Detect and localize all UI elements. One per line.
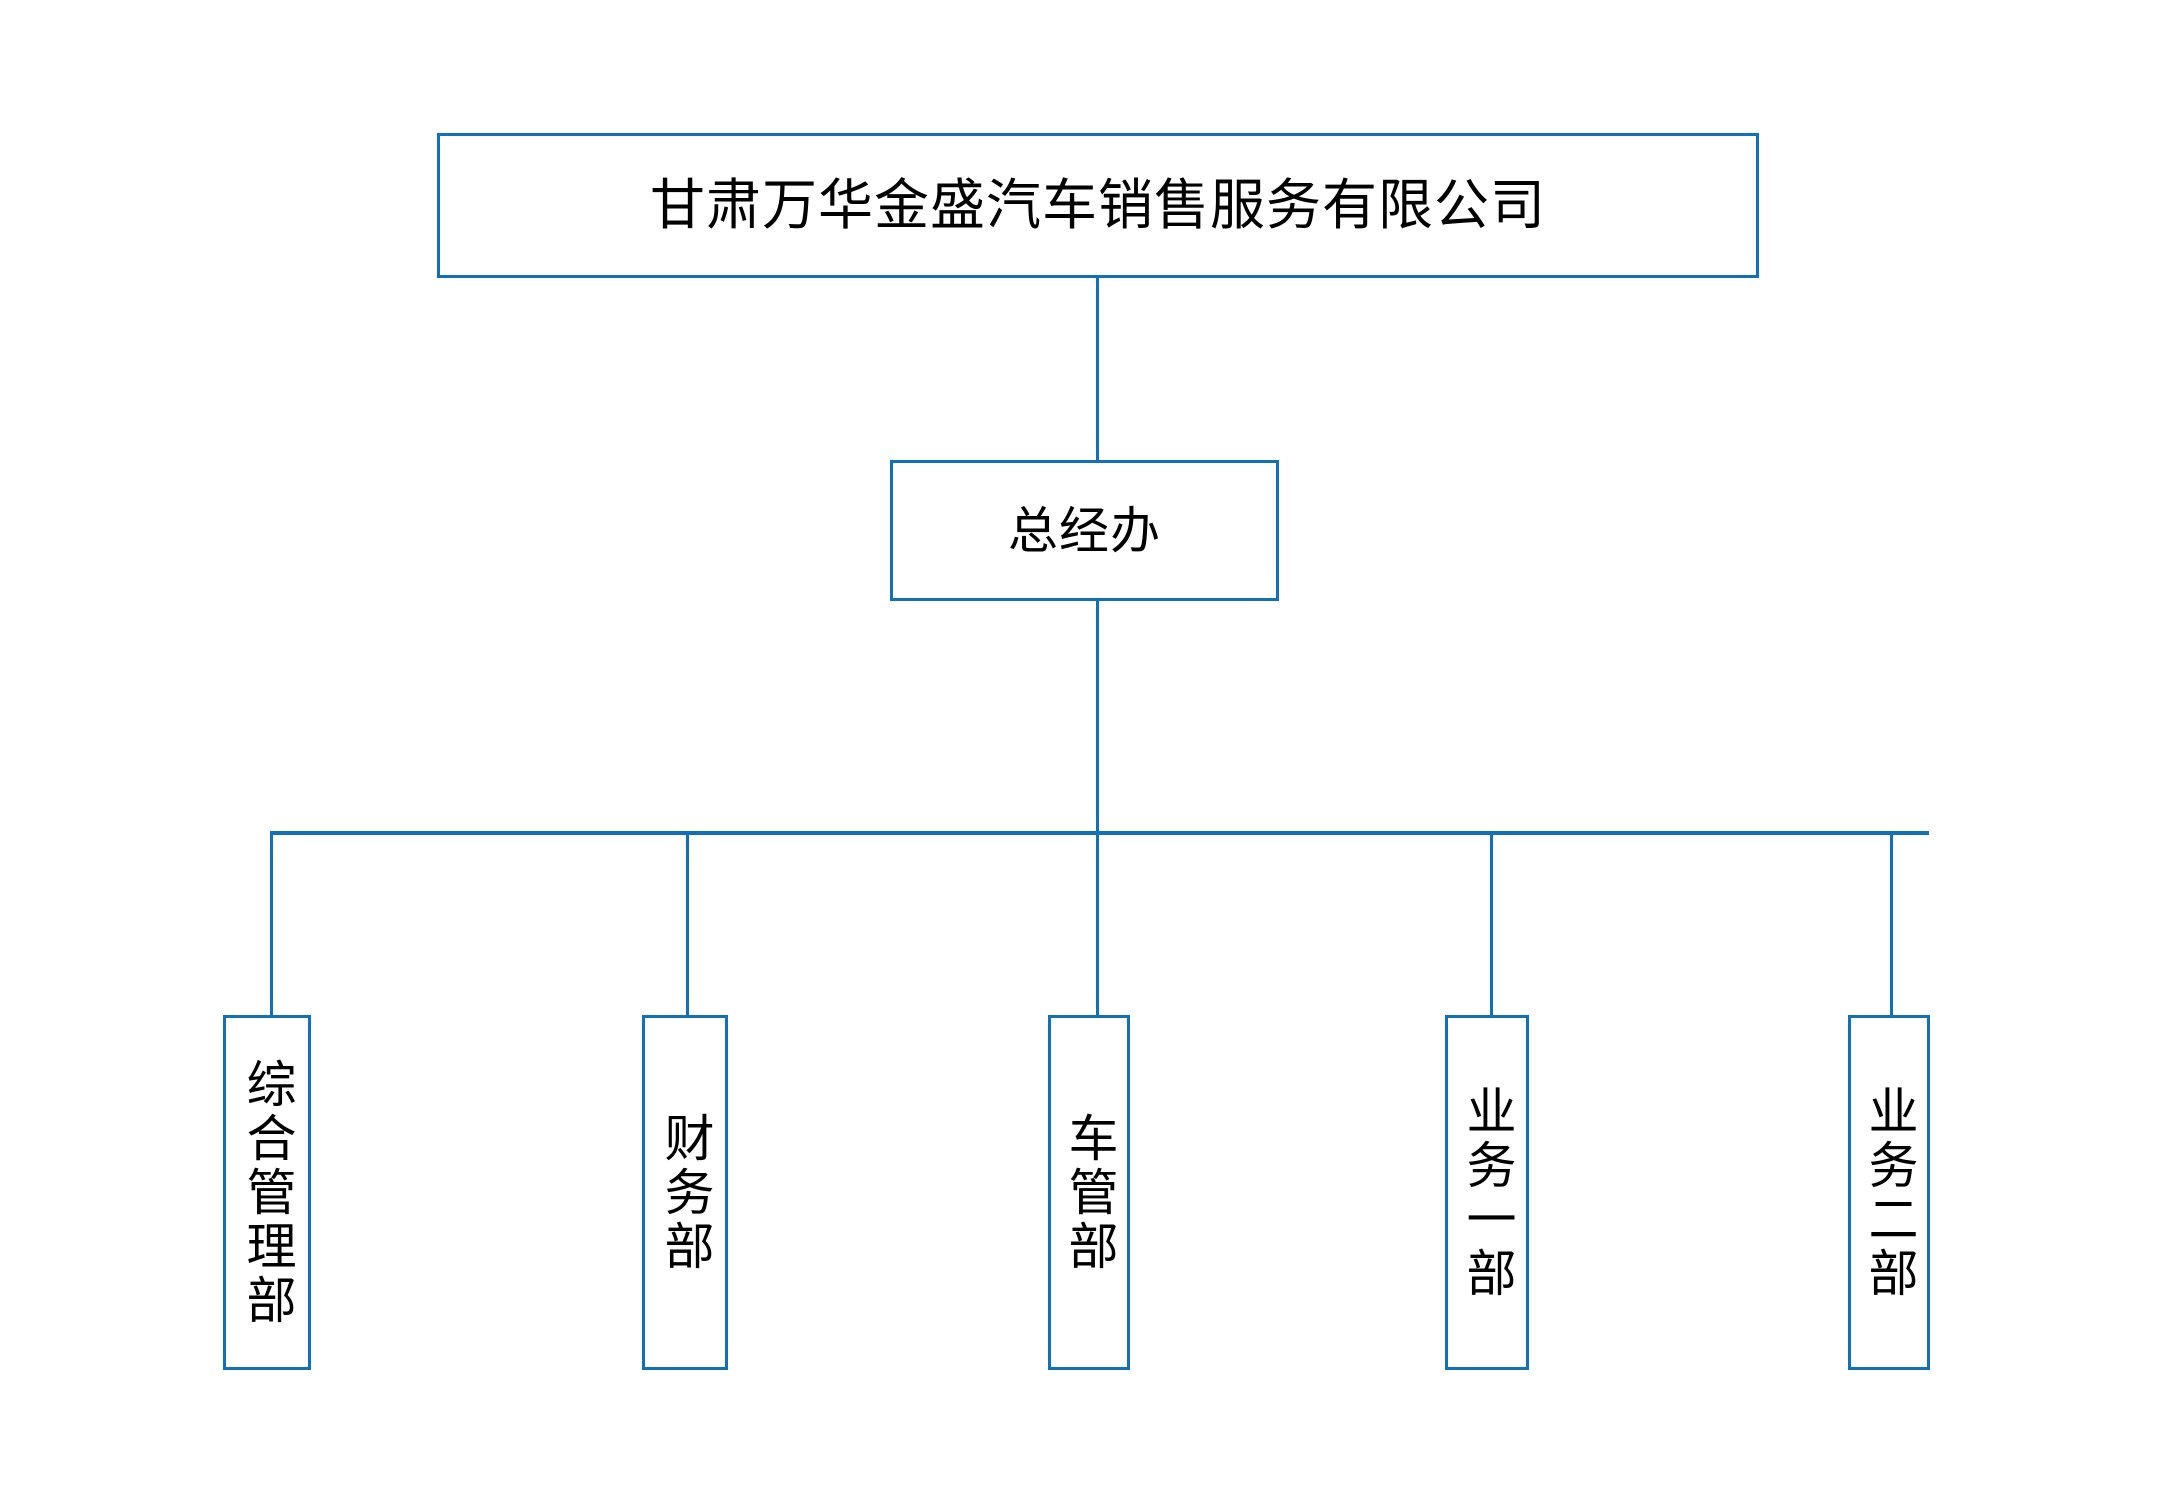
- connector-bus-to-department-1: [270, 833, 273, 1015]
- org-node-department-2[interactable]: 财务部: [642, 1015, 728, 1370]
- connector-bus-to-department-5: [1890, 833, 1893, 1015]
- org-node-department-1[interactable]: 综合管理部: [223, 1015, 311, 1370]
- connector-management-to-bus: [1096, 601, 1099, 835]
- connector-bus-to-department-2: [686, 833, 689, 1015]
- org-node-department-3[interactable]: 车管部: [1048, 1015, 1130, 1370]
- org-node-department-4-label: 业务一部: [1458, 1084, 1517, 1301]
- connector-bus-to-department-3: [1096, 833, 1099, 1015]
- org-node-management[interactable]: 总经办: [890, 460, 1279, 601]
- connector-horizontal-bus: [270, 831, 1929, 835]
- connector-root-to-management: [1096, 278, 1099, 461]
- org-node-department-1-label: 综合管理部: [238, 1057, 297, 1328]
- org-node-department-2-label: 财务部: [656, 1111, 715, 1274]
- org-node-department-4[interactable]: 业务一部: [1445, 1015, 1529, 1370]
- org-node-root[interactable]: 甘肃万华金盛汽车销售服务有限公司: [437, 133, 1759, 278]
- org-node-department-5-label: 业务二部: [1860, 1084, 1919, 1301]
- org-node-department-5[interactable]: 业务二部: [1848, 1015, 1930, 1370]
- org-node-root-label: 甘肃万华金盛汽车销售服务有限公司: [649, 172, 1546, 237]
- org-node-department-3-label: 车管部: [1060, 1111, 1119, 1274]
- org-node-management-label: 总经办: [1008, 501, 1161, 560]
- connector-bus-to-department-4: [1490, 833, 1493, 1015]
